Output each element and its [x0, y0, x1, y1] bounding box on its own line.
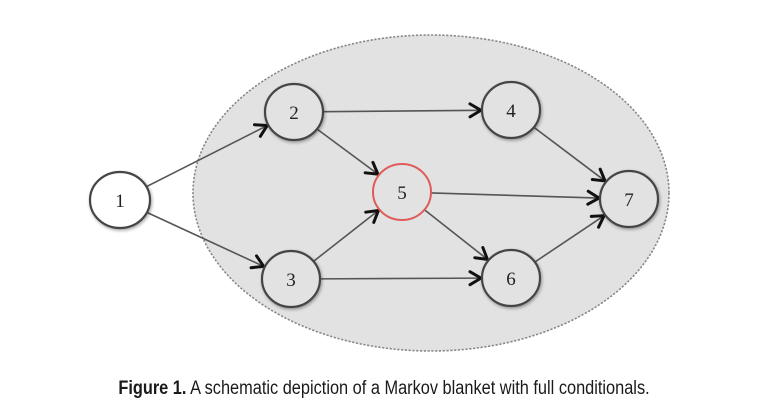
edge-5-to-6 [424, 209, 489, 261]
edge-line [313, 209, 379, 262]
edge-4-to-7 [533, 126, 607, 183]
edge-line [316, 128, 379, 175]
edge-line [319, 277, 482, 280]
node-1: 1 [88, 170, 152, 230]
arrowhead-icon [364, 209, 380, 224]
target-node-circle [372, 163, 432, 221]
arrowhead-icon [589, 214, 606, 229]
markov-blanket-diagram: 1 2 3 4 5 6 7 [88, 34, 670, 352]
figure-caption-text: A schematic depiction of a Markov blanke… [186, 378, 650, 399]
node-label: 4 [506, 101, 516, 122]
edge-2-to-5 [316, 128, 380, 176]
node-label: 1 [115, 191, 125, 212]
arrowhead-icon [473, 246, 489, 261]
figure-caption: Figure 1. A schematic depiction of a Mar… [54, 378, 714, 400]
node-label: 3 [286, 270, 296, 291]
node-7: 7 [598, 169, 660, 229]
node-circle [260, 249, 322, 309]
edge-line [145, 124, 268, 188]
edge-3-to-5 [313, 209, 380, 262]
edge-line [533, 126, 606, 182]
edge-6-to-7 [534, 214, 606, 263]
node-3: 3 [260, 249, 322, 309]
arrowhead-icon [252, 123, 269, 138]
node-circle [88, 170, 152, 230]
node-2: 2 [263, 82, 325, 142]
node-label: 5 [397, 183, 407, 204]
node-label: 6 [506, 269, 516, 290]
node-4: 4 [480, 80, 542, 140]
figure-label: Figure 1. [118, 378, 187, 399]
node-label: 7 [624, 190, 634, 211]
node-circle [480, 248, 542, 308]
edge-line [424, 209, 488, 261]
nodes-layer: 1 2 3 4 5 6 7 [88, 80, 660, 309]
node-circle [598, 169, 660, 229]
node-circle [263, 82, 325, 142]
node-5: 5 [372, 163, 432, 221]
edge-line [145, 211, 265, 268]
edge-line [322, 109, 482, 113]
node-6: 6 [480, 248, 542, 308]
edge-line [534, 215, 605, 263]
edge-1-to-2 [145, 123, 269, 188]
node-circle [480, 80, 542, 140]
arrowhead-icon [590, 167, 607, 183]
node-label: 2 [289, 103, 299, 124]
edge-line [430, 192, 600, 199]
arrowhead-icon [363, 160, 380, 176]
